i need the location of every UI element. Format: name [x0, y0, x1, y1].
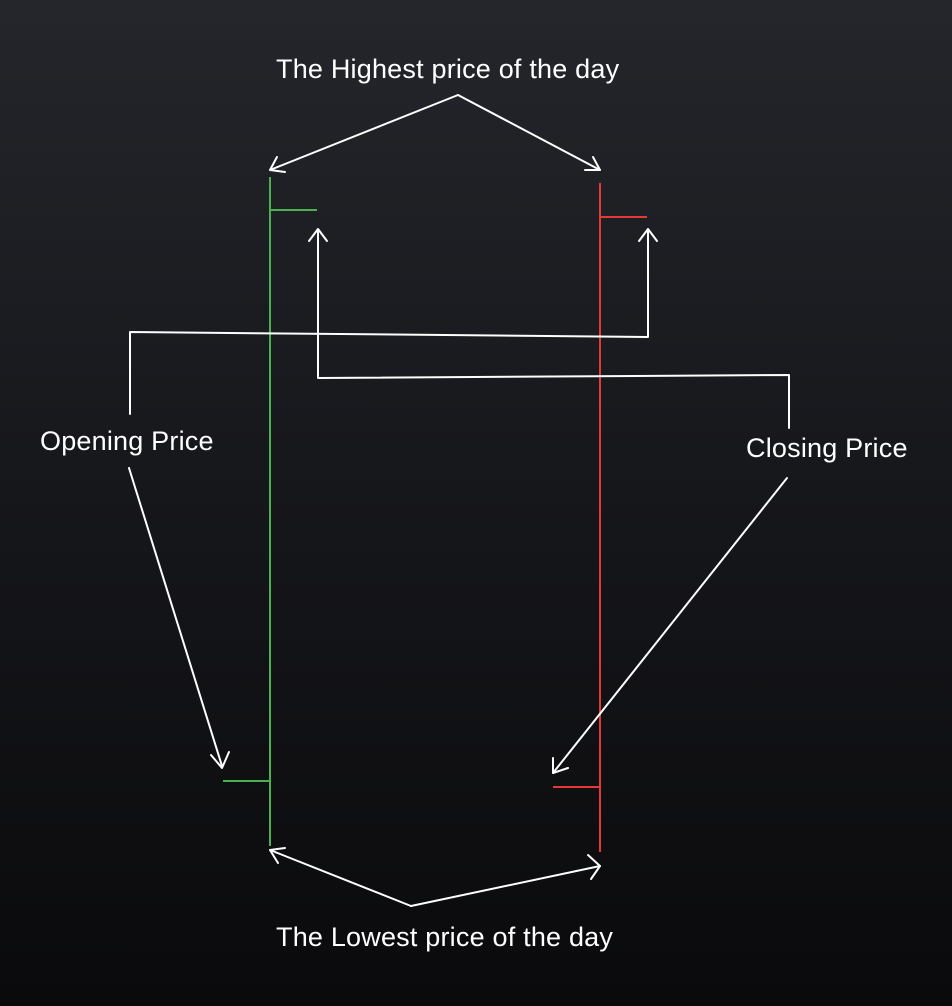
lowest-arrow-right: [410, 865, 601, 907]
closing-arrowhead-down: [552, 757, 569, 774]
highest-price-label: The Highest price of the day: [276, 54, 620, 84]
opening-price-label: Opening Price: [40, 426, 214, 456]
opening-arrow-down: [128, 467, 223, 767]
lowest-price-label: The Lowest price of the day: [276, 922, 614, 952]
closing-connector-arrowhead: [308, 228, 328, 242]
closing-connector: [317, 230, 790, 429]
opening-arrowhead-down: [210, 751, 230, 769]
lowest-arrowhead-left: [269, 847, 286, 864]
opening-connector: [129, 230, 649, 415]
annotation-arrows: [128, 94, 790, 907]
lowest-arrowhead-right: [587, 854, 601, 880]
closing-arrow-down: [552, 477, 788, 774]
highest-arrow-left: [269, 94, 459, 171]
closing-price-label: Closing Price: [746, 433, 908, 463]
opening-connector-arrowhead: [638, 228, 658, 242]
highest-arrow-right: [457, 94, 601, 171]
lowest-arrow-left: [269, 849, 412, 907]
highest-arrowhead-right: [584, 156, 601, 171]
green-ohlc-bar: [223, 177, 317, 846]
red-ohlc-bar: [553, 183, 647, 852]
highest-arrowhead-left: [269, 156, 286, 173]
